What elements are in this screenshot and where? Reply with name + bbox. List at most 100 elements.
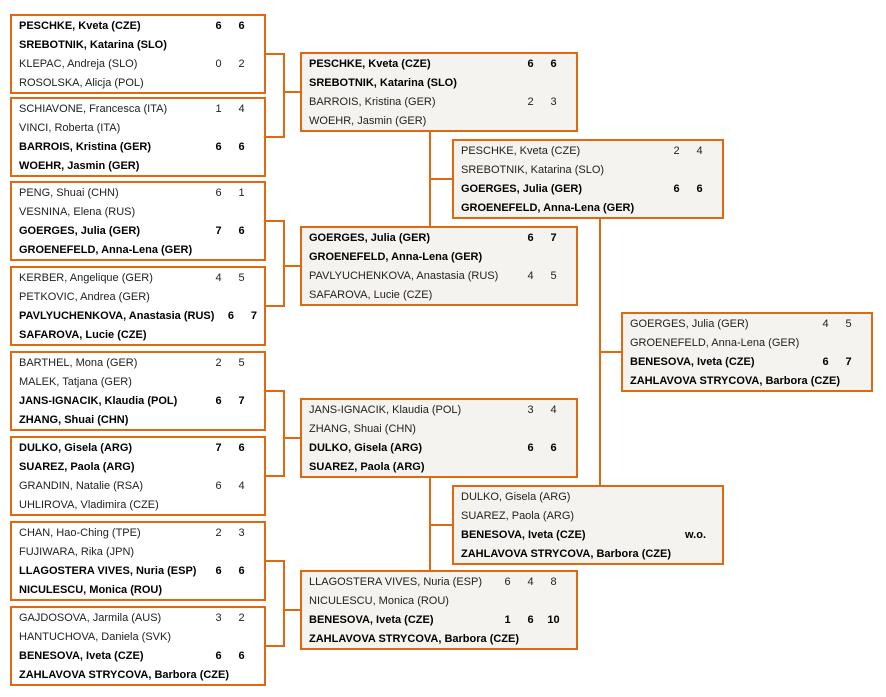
set-score: w.o.: [685, 529, 706, 541]
set-score: 6: [696, 183, 703, 195]
set-score: 6: [238, 565, 245, 577]
player-name: GROENEFELD, Anna-Lena (GER): [19, 244, 193, 256]
player-name: PAVLYUCHENKOVA, Anastasia (RUS): [19, 310, 215, 322]
player-row: GROENEFELD, Anna-Lena (GER): [623, 334, 871, 353]
team: GOERGES, Julia (GER) 4 5 GROENEFELD, Anna-…: [623, 315, 871, 353]
match-box-sf-m2: DULKO, Gisela (ARG) SUAREZ, Paola (ARG) …: [452, 485, 724, 565]
player-name: CHAN, Hao-Ching (TPE): [19, 527, 141, 539]
set-score: 6: [215, 141, 222, 153]
set-score: 4: [527, 576, 534, 588]
set-score: 6: [215, 187, 222, 199]
player-name: ZHANG, Shuai (CHN): [309, 423, 416, 435]
player-row: ZAHLAVOVA STRYCOVA, Barbora (CZE): [12, 666, 264, 685]
player-row: GROENEFELD, Anna-Lena (GER): [454, 199, 722, 218]
set-score: 4: [527, 270, 534, 282]
player-row: ZHANG, Shuai (CHN): [12, 411, 264, 430]
set-score: 4: [696, 145, 703, 157]
player-name: SUAREZ, Paola (ARG): [309, 461, 425, 473]
player-name: UHLIROVA, Vladimira (CZE): [19, 499, 159, 511]
set-score: 4: [822, 318, 829, 330]
score-group: [706, 488, 722, 507]
set-score: 1: [215, 103, 222, 115]
bracket-connector: [283, 437, 300, 439]
player-row: ZAHLAVOVA STRYCOVA, Barbora (CZE): [623, 372, 871, 391]
player-name: GOERGES, Julia (GER): [630, 318, 749, 330]
player-name: LLAGOSTERA VIVES, Nuria (ESP): [309, 576, 483, 588]
player-name: MALEK, Tatjana (GER): [19, 376, 132, 388]
bracket-connector: [264, 136, 285, 138]
set-score: 6: [238, 442, 245, 454]
player-name: SAFAROVA, Lucie (CZE): [19, 329, 147, 341]
bracket-connector: [283, 390, 285, 477]
bracket-connector: [429, 178, 452, 180]
player-name: SREBOTNIK, Katarina (SLO): [19, 39, 167, 51]
set-score: 0: [215, 58, 222, 70]
set-score: 6: [527, 442, 534, 454]
set-score: 7: [250, 310, 257, 322]
player-row: SAFAROVA, Lucie (CZE): [302, 286, 576, 305]
set-score: 6: [550, 58, 557, 70]
set-score: 5: [238, 272, 245, 284]
player-name: GOERGES, Julia (GER): [461, 183, 583, 195]
bracket-connector: [429, 524, 452, 526]
set-score: 5: [845, 318, 852, 330]
player-name: PESCHKE, Kveta (CZE): [461, 145, 581, 157]
set-score: 7: [550, 232, 557, 244]
player-name: KERBER, Angelique (GER): [19, 272, 153, 284]
bracket-connector: [599, 351, 621, 353]
bracket-connector: [283, 53, 285, 138]
player-row: FUJIWARA, Rika (JPN): [12, 543, 264, 562]
set-score: 4: [215, 272, 222, 284]
player-name: BARROIS, Kristina (GER): [19, 141, 152, 153]
player-name: NICULESCU, Monica (ROU): [309, 595, 449, 607]
player-row: GOERGES, Julia (GER) 4 5: [623, 315, 871, 334]
player-name: KLEPAC, Andreja (SLO): [19, 58, 138, 70]
player-row: VESNINA, Elena (RUS): [12, 203, 264, 222]
player-name: WOEHR, Jasmin (GER): [309, 115, 427, 127]
set-score: 6: [215, 650, 222, 662]
player-name: JANS-IGNACIK, Klaudia (POL): [309, 404, 462, 416]
player-row: SUAREZ, Paola (ARG): [12, 458, 264, 477]
set-score: 7: [215, 225, 222, 237]
